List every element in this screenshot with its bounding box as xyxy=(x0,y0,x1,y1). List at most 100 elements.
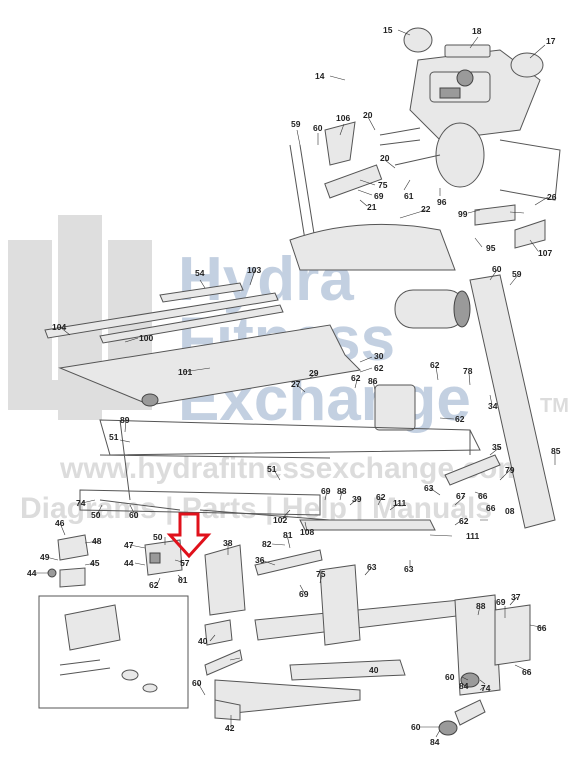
callout-40: 40 xyxy=(369,665,379,675)
callout-46: 46 xyxy=(55,518,65,528)
callout-labels: 15 18 17 14 59 60 106 20 20 75 69 21 61 … xyxy=(27,25,561,747)
callout-40: 40 xyxy=(198,636,208,646)
callout-96: 96 xyxy=(437,197,447,207)
callout-104: 104 xyxy=(52,322,66,332)
callout-60: 60 xyxy=(411,722,421,732)
callout-95: 95 xyxy=(486,243,496,253)
callout-14: 14 xyxy=(315,71,325,81)
callout-39: 39 xyxy=(352,494,362,504)
callout-60: 60 xyxy=(492,264,502,274)
callout-62: 62 xyxy=(455,414,465,424)
callout-103: 103 xyxy=(247,265,261,275)
callout-20: 20 xyxy=(363,110,373,120)
callout-89: 89 xyxy=(120,415,130,425)
callout-36: 36 xyxy=(255,555,265,565)
callout-62: 62 xyxy=(376,492,386,502)
callout-54: 54 xyxy=(195,268,205,278)
callout-63: 63 xyxy=(424,483,434,493)
detail-inset xyxy=(38,595,189,709)
small-parts-left xyxy=(47,534,183,588)
callout-75: 75 xyxy=(378,180,388,190)
callout-99: 99 xyxy=(458,209,468,219)
callout-59: 59 xyxy=(512,269,522,279)
callout-108: 108 xyxy=(300,527,314,537)
callout-106: 106 xyxy=(336,113,350,123)
console-assembly xyxy=(289,27,561,271)
callout-08: 08 xyxy=(505,506,515,516)
callout-44: 44 xyxy=(124,558,134,568)
callout-61: 61 xyxy=(404,191,414,201)
callout-27: 27 xyxy=(291,379,301,389)
callout-66: 66 xyxy=(486,503,496,513)
callout-51: 51 xyxy=(109,432,119,442)
callout-84: 84 xyxy=(459,681,469,691)
callout-62: 62 xyxy=(149,580,159,590)
callout-37: 37 xyxy=(511,592,521,602)
frame-assembly xyxy=(204,519,531,736)
callout-69: 69 xyxy=(374,191,384,201)
callout-62: 62 xyxy=(374,363,384,373)
callout-63: 63 xyxy=(404,564,414,574)
callout-30: 30 xyxy=(374,351,384,361)
callout-63: 63 xyxy=(367,562,377,572)
leader-lines xyxy=(34,29,556,738)
callout-84: 84 xyxy=(430,737,440,747)
callout-60: 60 xyxy=(313,123,323,133)
callout-34: 34 xyxy=(488,401,498,411)
callout-74: 74 xyxy=(481,683,491,693)
callout-74: 74 xyxy=(76,498,86,508)
callout-75: 75 xyxy=(316,569,326,579)
callout-18: 18 xyxy=(472,26,482,36)
callout-67: 67 xyxy=(456,491,466,501)
callout-17: 17 xyxy=(546,36,556,46)
callout-62: 62 xyxy=(351,373,361,383)
callout-69: 69 xyxy=(299,589,309,599)
callout-111: 111 xyxy=(393,498,407,508)
callout-66: 66 xyxy=(537,623,547,633)
callout-62: 62 xyxy=(430,360,440,370)
callout-107: 107 xyxy=(538,248,552,258)
callout-29: 29 xyxy=(309,368,319,378)
highlight-arrow xyxy=(166,512,212,559)
callout-79: 79 xyxy=(505,465,515,475)
callout-60: 60 xyxy=(445,672,455,682)
callout-69: 69 xyxy=(321,486,331,496)
callout-35: 35 xyxy=(492,442,502,452)
callout-100: 100 xyxy=(139,333,153,343)
callout-57: 57 xyxy=(180,558,190,568)
callout-59: 59 xyxy=(291,119,301,129)
callout-88: 88 xyxy=(476,601,486,611)
callout-88: 88 xyxy=(337,486,347,496)
callout-38: 38 xyxy=(223,538,233,548)
callout-62: 62 xyxy=(459,516,469,526)
callout-22: 22 xyxy=(421,204,431,214)
callout-81: 81 xyxy=(283,530,293,540)
callout-78: 78 xyxy=(463,366,473,376)
callout-42: 42 xyxy=(225,723,235,733)
callout-85: 85 xyxy=(551,446,561,456)
callout-111: 111 xyxy=(466,531,480,541)
callout-26: 26 xyxy=(547,192,557,202)
callout-48: 48 xyxy=(92,536,102,546)
callout-21: 21 xyxy=(367,202,377,212)
callout-15: 15 xyxy=(383,25,393,35)
callout-66: 66 xyxy=(478,491,488,501)
deck-assembly xyxy=(44,274,556,529)
callout-86: 86 xyxy=(368,376,378,386)
callout-60: 60 xyxy=(192,678,202,688)
callout-82: 82 xyxy=(262,539,272,549)
callout-45: 45 xyxy=(90,558,100,568)
callout-66: 66 xyxy=(522,667,532,677)
callout-50: 50 xyxy=(91,510,101,520)
callout-20: 20 xyxy=(380,153,390,163)
callout-44: 44 xyxy=(27,568,37,578)
callout-61: 61 xyxy=(178,575,188,585)
callout-102: 102 xyxy=(273,515,287,525)
callout-69: 69 xyxy=(496,597,506,607)
watermark-trademark: TM xyxy=(540,395,569,417)
callout-47: 47 xyxy=(124,540,134,550)
callout-51: 51 xyxy=(267,464,277,474)
callout-60: 60 xyxy=(129,510,139,520)
callout-101: 101 xyxy=(178,367,192,377)
